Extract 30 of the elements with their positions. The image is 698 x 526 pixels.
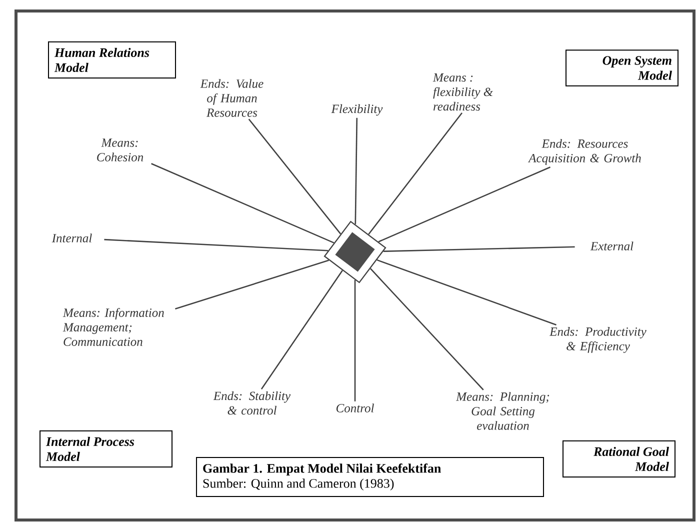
spoke-label: Means: Planning; Goal Setting evaluation <box>456 392 550 430</box>
axis-label: Flexibility <box>331 104 383 116</box>
spoke-line <box>378 166 550 242</box>
spoke-label: Ends: Value of Human Resources <box>200 79 264 117</box>
axis-label: Internal <box>52 234 92 242</box>
spoke-line <box>383 246 575 252</box>
spoke-label: Ends: Stability & control <box>213 391 291 415</box>
model-box: Human Relations Model <box>48 41 176 79</box>
spoke-line <box>354 118 358 224</box>
spoke-label: Means : flexibility & readiness <box>432 73 494 111</box>
spoke-label: Ends: Resources Acquisition & Growth <box>528 139 641 165</box>
spoke-line <box>151 163 334 244</box>
axis-label: External <box>590 242 634 250</box>
spoke-line <box>368 112 463 235</box>
center-diamond <box>324 220 386 284</box>
spoke-line <box>370 268 484 390</box>
model-box: Rational Goal Model <box>562 440 676 478</box>
spoke-line <box>104 238 328 252</box>
model-box: Open System Model <box>566 50 678 86</box>
spoke-line <box>248 118 342 234</box>
spoke-label: Ends: Productivity & Efficiency <box>550 327 646 353</box>
spoke-line <box>260 270 343 390</box>
spoke-line <box>175 260 330 310</box>
axis-label: Control <box>336 404 374 412</box>
spoke-label: Means: Information Management; Communication <box>62 308 164 346</box>
spoke-line <box>354 280 356 402</box>
model-box: Internal Process Model <box>40 430 172 468</box>
caption-box: Gambar 1. Empat Model Nilai Keefektifan Sumber: Quinn and Cameron (1983) <box>196 457 544 497</box>
spoke-label: Means: Cohesion <box>97 138 144 162</box>
spoke-line <box>376 259 556 326</box>
